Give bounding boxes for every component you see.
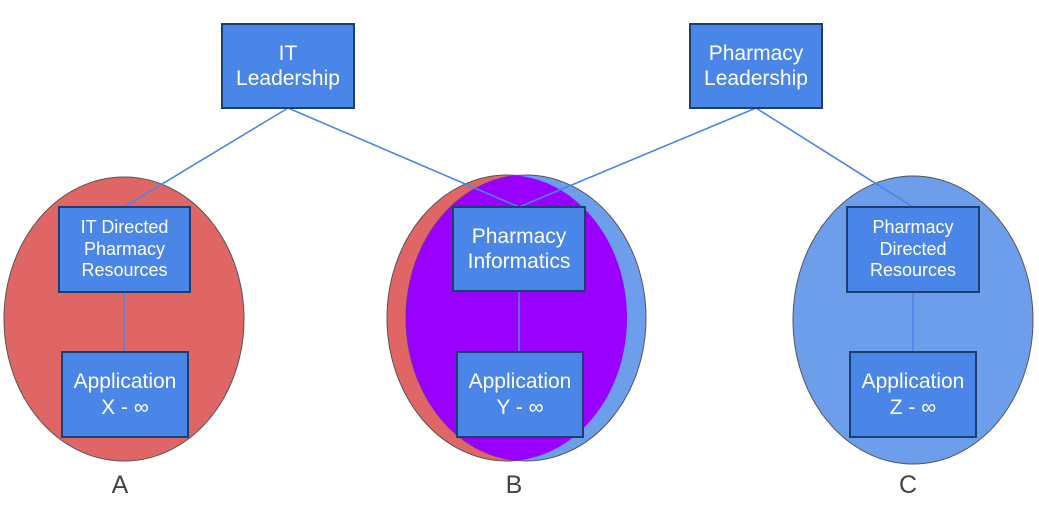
pharmacy-directed-resources-box: Pharmacy Directed Resources [846, 206, 980, 293]
application-z-box: Application Z - ∞ [849, 351, 977, 438]
connector-pharmacy-to-informatics [518, 107, 757, 208]
it-leadership-box: IT Leadership [221, 23, 355, 109]
pharmacy-informatics-box: Pharmacy Informatics [452, 206, 586, 292]
application-y-box: Application Y - ∞ [456, 351, 584, 438]
application-x-box: Application X - ∞ [61, 351, 189, 438]
group-label-a: A [111, 471, 129, 499]
group-label-b: B [505, 471, 523, 499]
it-directed-resources-box: IT Directed Pharmacy Resources [58, 206, 191, 293]
group-label-c: C [898, 471, 918, 499]
connector-it-to-it-directed [123, 107, 289, 208]
connector-it-to-informatics [287, 107, 520, 208]
connector-pharmacy-to-pharmacy-directed [755, 107, 914, 208]
pharmacy-leadership-box: Pharmacy Leadership [689, 23, 823, 109]
